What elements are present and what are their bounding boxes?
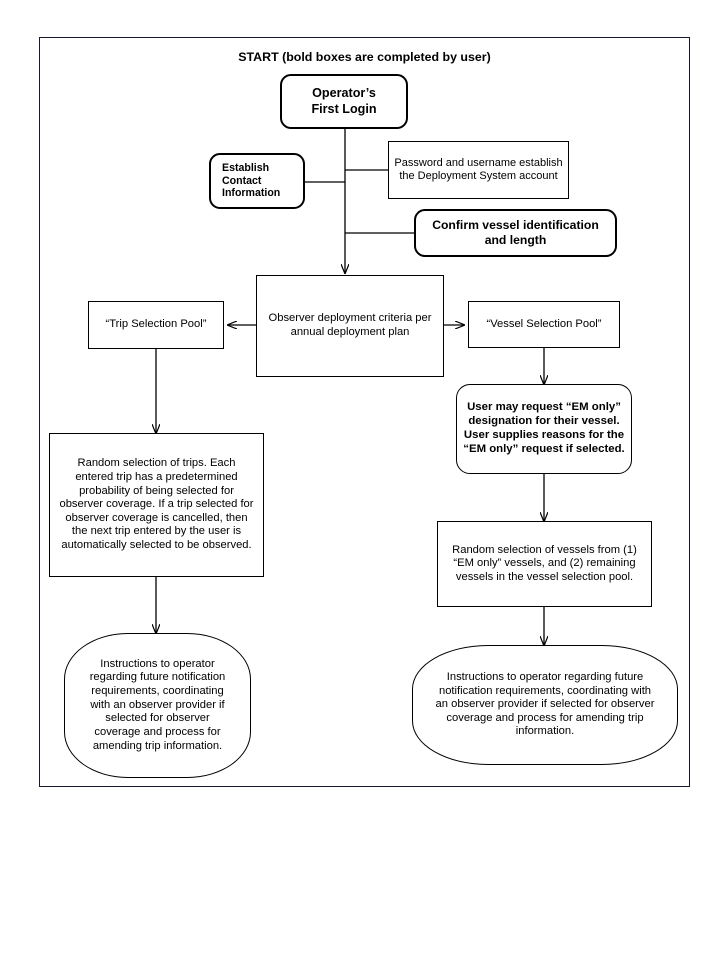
node-instructions-vessel[interactable]: Instructions to operator regarding futur… xyxy=(412,645,678,765)
node-instructions-trip[interactable]: Instructions to operator regarding futur… xyxy=(64,633,251,778)
node-establish-contact[interactable]: Establish Contact Information xyxy=(209,153,305,209)
node-instructions-vessel-label: Instructions to operator regarding futur… xyxy=(435,670,655,738)
node-trip-selection-pool[interactable]: “Trip Selection Pool” xyxy=(88,301,224,349)
node-em-only-request-label: User may request “EM only” designation f… xyxy=(463,401,625,455)
node-password-username[interactable]: Password and username establish the Depl… xyxy=(388,141,569,199)
node-confirm-vessel-label: Confirm vessel identification and length xyxy=(432,218,599,247)
node-vessel-selection-pool[interactable]: “Vessel Selection Pool” xyxy=(468,301,620,348)
node-confirm-vessel[interactable]: Confirm vessel identification and length xyxy=(414,209,617,257)
node-establish-contact-label: Establish Contact Information xyxy=(222,161,281,200)
node-password-username-label: Password and username establish the Depl… xyxy=(394,156,563,182)
node-random-vessels-label: Random selection of vessels from (1) “EM… xyxy=(452,543,637,583)
node-observer-criteria-label: Observer deployment criteria per annual … xyxy=(268,312,432,338)
diagram-title: START (bold boxes are completed by user) xyxy=(238,50,491,64)
node-trip-selection-pool-label: “Trip Selection Pool” xyxy=(105,318,207,331)
node-operator-first-login[interactable]: Operator’s First Login xyxy=(280,74,408,129)
node-random-trips-label: Random selection of trips. Each entered … xyxy=(59,457,254,552)
node-operator-first-login-label: Operator’s First Login xyxy=(311,86,377,116)
node-observer-criteria[interactable]: Observer deployment criteria per annual … xyxy=(256,275,444,377)
node-vessel-selection-pool-label: “Vessel Selection Pool” xyxy=(486,317,602,330)
node-instructions-trip-label: Instructions to operator regarding futur… xyxy=(89,657,226,752)
node-random-trips[interactable]: Random selection of trips. Each entered … xyxy=(49,433,264,577)
node-random-vessels[interactable]: Random selection of vessels from (1) “EM… xyxy=(437,521,652,607)
node-em-only-request[interactable]: User may request “EM only” designation f… xyxy=(456,384,632,474)
